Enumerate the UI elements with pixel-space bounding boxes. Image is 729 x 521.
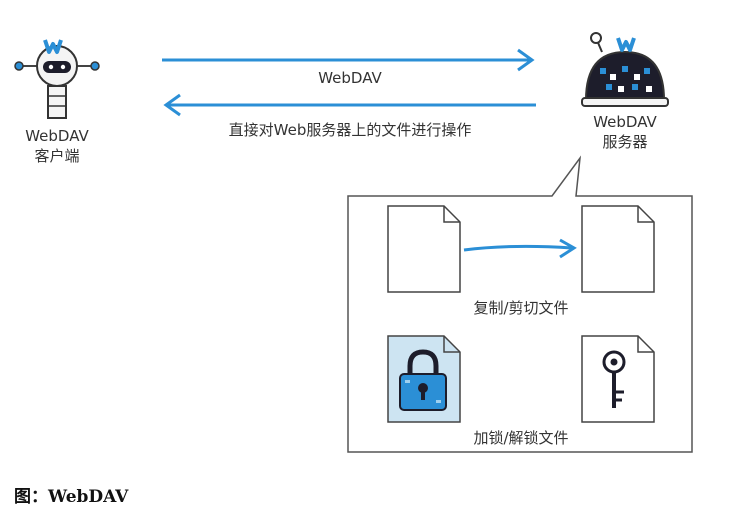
client-robot-icon [14,39,100,119]
server-robot-icon [581,32,669,107]
source-file-icon [387,205,461,293]
server-subtitle: 服务器 [602,133,648,151]
response-arrow [163,93,536,117]
locked-file-icon [387,335,461,423]
server-name: WebDAV [593,113,657,131]
copy-arrow [463,238,577,259]
key-file-icon [581,335,655,423]
lock-unlock-label: 加锁/解锁文件 [473,429,569,447]
request-arrow [162,48,535,72]
client-subtitle: 客户端 [34,147,80,165]
caption-prefix: 图： [14,487,48,507]
destination-file-icon [581,205,655,293]
caption-title: WebDAV [48,487,129,507]
copy-move-label: 复制/剪切文件 [473,299,569,317]
figure-caption: 图：WebDAV [14,482,128,507]
protocol-label: WebDAV [318,69,382,87]
client-name: WebDAV [25,127,89,145]
operation-description: 直接对Web服务器上的文件进行操作 [228,121,472,139]
